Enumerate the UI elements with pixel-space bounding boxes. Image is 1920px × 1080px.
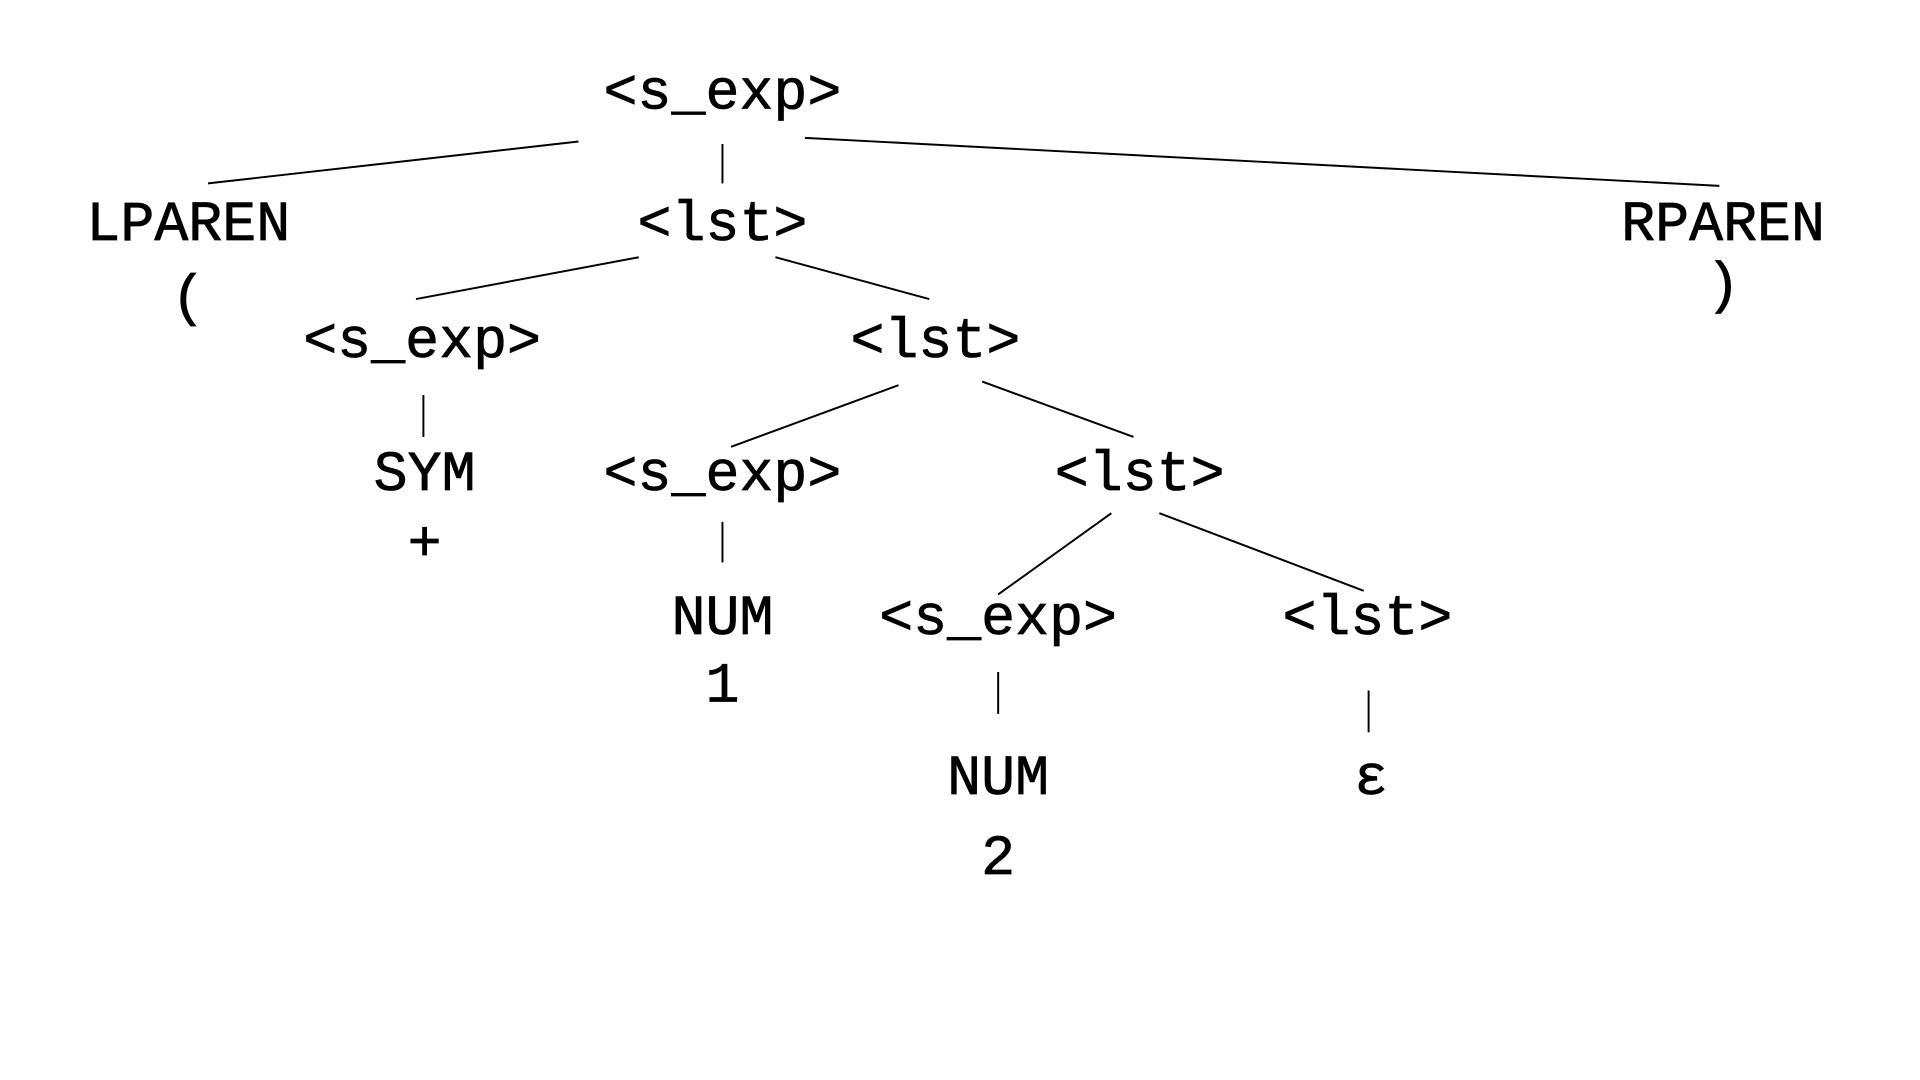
node-num2: NUM (947, 747, 1049, 811)
node-sexp-num1: <s_exp> (604, 443, 842, 507)
token-plus: + (408, 513, 442, 577)
node-root-sexp: <s_exp> (604, 61, 842, 125)
edge-root-lparen (207, 140, 579, 185)
edge-lst1-sexp (415, 256, 639, 301)
token-lparen: ( (171, 267, 205, 331)
edge-root-rparen (804, 136, 1720, 187)
node-lst: <lst> (850, 310, 1020, 374)
token-epsilon: ε (1354, 747, 1388, 811)
edge-lst1-lst2 (775, 256, 930, 301)
token-rparen: ) (1706, 255, 1740, 319)
edge-lst2-sexp (730, 384, 899, 448)
node-sexp-sym: <s_exp> (303, 310, 541, 374)
edge-lst2-lst3 (981, 380, 1134, 438)
edge-lst3-lst4 (1159, 512, 1365, 592)
node-num1: NUM (672, 587, 774, 651)
node-lst: <lst> (1055, 443, 1225, 507)
token-1: 1 (705, 655, 739, 719)
node-lst: <lst> (638, 193, 808, 257)
node-sexp-num2: <s_exp> (879, 587, 1117, 651)
tree-edges (207, 136, 1720, 733)
edge-lst3-sexp (997, 512, 1112, 596)
node-sym: SYM (374, 443, 476, 507)
node-lst: <lst> (1282, 587, 1452, 651)
token-2: 2 (981, 827, 1015, 891)
tree-nodes: <s_exp> LPAREN ( <lst> RPAREN ) <s_exp> … (86, 61, 1825, 891)
node-rparen: RPAREN (1621, 193, 1825, 257)
node-lparen: LPAREN (86, 193, 290, 257)
